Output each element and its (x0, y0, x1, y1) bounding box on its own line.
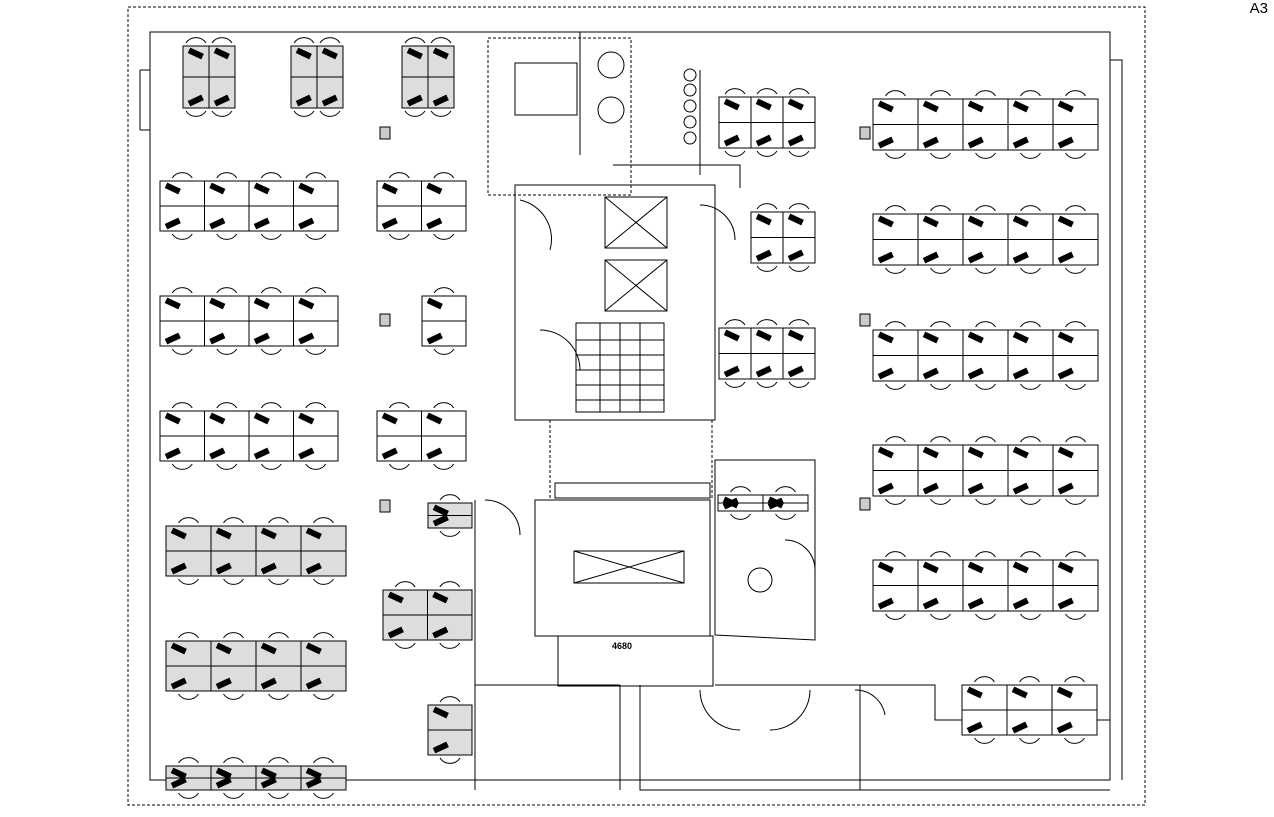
desk-cluster (290, 37, 344, 117)
core-walls (379, 32, 1110, 791)
exterior-wall (149, 31, 1111, 781)
desk-cluster (159, 172, 339, 240)
desk-cluster (872, 205, 1099, 274)
desk-cluster (165, 757, 347, 799)
desk-cluster (872, 90, 1099, 159)
desk-cluster (376, 402, 467, 470)
desk-cluster (872, 436, 1099, 505)
desk-cluster (750, 203, 816, 272)
desk-cluster (872, 321, 1099, 390)
sheet-label: A3 (1249, 0, 1268, 17)
desk-cluster (382, 581, 473, 649)
desk-cluster (182, 37, 236, 117)
desk-cluster (718, 319, 816, 388)
plan-boundary (127, 6, 1146, 806)
desk-cluster (717, 486, 809, 520)
desk-cluster (165, 632, 347, 700)
desk-cluster (159, 287, 339, 355)
desk-cluster (376, 172, 467, 240)
desk-cluster (427, 494, 473, 537)
desk-cluster (872, 551, 1099, 620)
desk-cluster (427, 696, 473, 764)
desk-cluster (165, 517, 347, 585)
desk-cluster (401, 37, 455, 117)
desk-cluster (718, 88, 816, 157)
desk-cluster (421, 287, 467, 355)
exterior-wall-outer (139, 59, 1123, 780)
desk-cluster (961, 676, 1098, 744)
dimension-label: 4680 (612, 641, 633, 651)
desk-cluster (159, 402, 339, 470)
